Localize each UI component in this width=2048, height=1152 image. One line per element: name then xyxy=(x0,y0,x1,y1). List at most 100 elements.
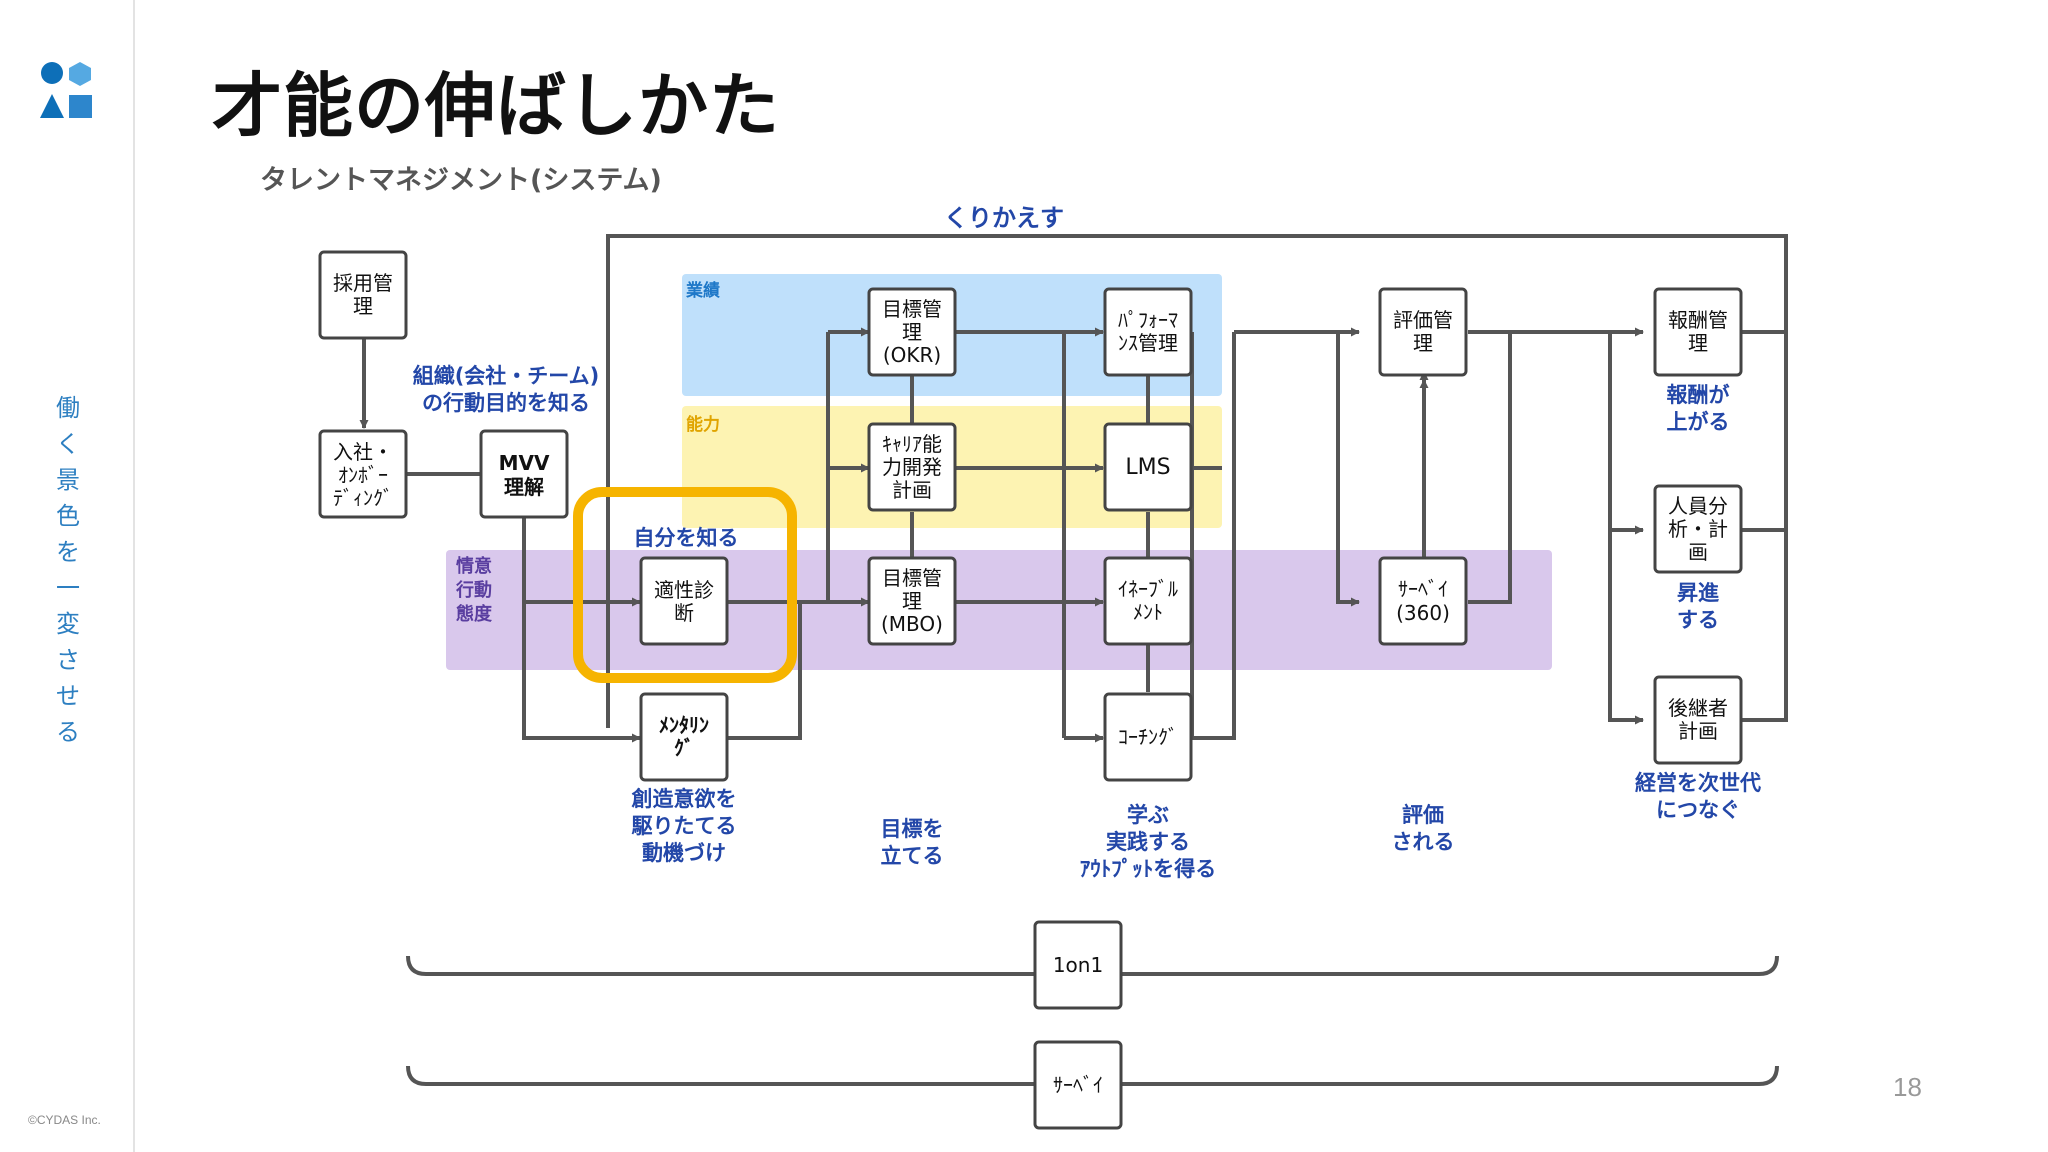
cydas-logo xyxy=(40,62,92,118)
performance-band-label: 業績 xyxy=(686,280,720,301)
tagline-char: 働 xyxy=(56,394,80,422)
node-label: ﾒﾝﾄ xyxy=(1133,600,1163,624)
caption-learn: ｱｳﾄﾌﾟｯﾄを得る xyxy=(1080,857,1217,881)
tagline-char: 一 xyxy=(56,574,80,602)
node-onboarding xyxy=(318,429,408,519)
node-label: ﾒﾝﾀﾘﾝ xyxy=(659,713,709,737)
tagline-char: せ xyxy=(56,682,80,710)
caption-learn: 実践する xyxy=(1106,830,1190,854)
node-label: ｸﾞ xyxy=(674,736,694,760)
node-label: 理 xyxy=(1688,331,1708,355)
node-label: LMS xyxy=(1125,455,1170,480)
node-survey360 xyxy=(1378,556,1468,646)
node-label: (MBO) xyxy=(881,612,943,636)
node-label: 入社・ xyxy=(333,440,393,464)
node-mvv xyxy=(479,429,569,519)
node-label: 画 xyxy=(1688,540,1708,564)
node-label: ｺｰﾁﾝｸﾞ xyxy=(1118,725,1178,749)
caption-know-self: 自分を知る xyxy=(634,526,739,550)
page-title: 才能の伸ばしかた xyxy=(212,65,780,147)
caption-motivate: 創造意欲を xyxy=(632,787,737,811)
copyright: ©CYDAS Inc. xyxy=(28,1113,101,1127)
node-succession xyxy=(1653,675,1743,765)
caption-org-purpose: の行動目的を知る xyxy=(422,391,590,415)
node-label: 1on1 xyxy=(1053,953,1103,977)
node-okr xyxy=(867,287,957,377)
node-label: 適性診 xyxy=(654,578,714,602)
caption-pay-up: 上がる xyxy=(1667,410,1730,434)
node-label: ｻｰﾍﾞｲ xyxy=(1053,1073,1103,1097)
node-label: 析・計 xyxy=(1668,517,1728,541)
node-label: 人員分 xyxy=(1668,494,1728,518)
caption-evaluated: 評価 xyxy=(1402,803,1444,827)
loop-frame xyxy=(606,234,1788,728)
node-survey xyxy=(1033,1040,1123,1130)
loop-label: くりかえす xyxy=(944,204,1064,232)
node-label: ｻｰﾍﾞｲ xyxy=(1398,577,1448,601)
node-label: 理 xyxy=(353,294,373,318)
caption-next-gen: につなぐ xyxy=(1656,798,1740,822)
node-aptitude xyxy=(639,556,729,646)
node-label: (OKR) xyxy=(883,343,941,367)
ability-band-label: 能力 xyxy=(686,414,720,435)
tagline-char: 景 xyxy=(56,466,80,494)
node-label: ｵﾝﾎﾞｰ xyxy=(338,463,388,487)
tagline-char: 変 xyxy=(56,610,80,638)
node-mbo xyxy=(867,556,957,646)
node-label: 報酬管 xyxy=(1668,308,1728,332)
caption-org-purpose: 組織(会社・チーム) xyxy=(413,364,600,388)
node-mentoring xyxy=(639,692,729,782)
node-label: 断 xyxy=(674,601,694,625)
node-evaluation xyxy=(1378,287,1468,377)
node-recruit xyxy=(318,250,408,340)
node-label: 採用管 xyxy=(333,271,393,295)
tagline-char: を xyxy=(56,538,80,566)
sidebar: 働 く 景 色 を 一 変 さ せ る ©CYDAS Inc. xyxy=(0,0,135,1152)
vertical-tagline: 働 く 景 色 を 一 変 さ せ る xyxy=(50,390,86,750)
know-self-highlight xyxy=(573,487,797,683)
node-label: 理 xyxy=(1413,331,1433,355)
attitude-band-label: 行動 xyxy=(455,579,492,601)
caption-set-goals: 目標を xyxy=(881,817,944,841)
caption-pay-up: 報酬が xyxy=(1667,383,1730,407)
node-label: ﾃﾞｨﾝｸﾞ xyxy=(333,486,393,510)
node-boxes xyxy=(318,250,1743,782)
attitude-band-label: 態度 xyxy=(456,603,493,625)
node-lms xyxy=(1103,422,1193,512)
caption-evaluated: される xyxy=(1392,830,1455,854)
node-enablement xyxy=(1103,556,1193,646)
tagline-char: く xyxy=(56,430,80,458)
node-label: ﾊﾟﾌｫｰﾏ xyxy=(1118,308,1178,332)
node-label: MVV xyxy=(499,451,550,475)
node-label: 力開発 xyxy=(882,455,942,479)
node-label: 理 xyxy=(902,589,922,613)
caption-set-goals: 立てる xyxy=(881,844,944,868)
node-performance xyxy=(1103,287,1193,377)
node-label: ｲﾈｰﾌﾞﾙ xyxy=(1118,577,1178,601)
node-label: 理解 xyxy=(504,475,544,499)
caption-promote: 昇進 xyxy=(1677,581,1719,605)
tagline-char: 色 xyxy=(56,502,80,530)
node-label: 計画 xyxy=(892,478,932,502)
caption-learn: 学ぶ xyxy=(1127,803,1169,827)
attitude-band-label: 情意 xyxy=(456,555,492,577)
node-label: 目標管 xyxy=(882,297,942,321)
tagline-char: さ xyxy=(56,646,80,674)
node-workforce xyxy=(1653,484,1743,574)
node-coaching xyxy=(1103,692,1193,782)
caption-motivate: 動機づけ xyxy=(642,841,726,865)
page-number: 18 xyxy=(1893,1072,1922,1102)
node-1on1 xyxy=(1033,920,1123,1010)
node-label: 目標管 xyxy=(882,566,942,590)
node-reward xyxy=(1653,287,1743,377)
node-label: ﾝｽ管理 xyxy=(1118,331,1178,355)
node-label: 理 xyxy=(902,320,922,344)
node-label: 計画 xyxy=(1678,719,1718,743)
node-label: ｷｬﾘｱ能 xyxy=(882,432,942,456)
caption-next-gen: 経営を次世代 xyxy=(1635,771,1761,795)
connectors xyxy=(359,327,1786,743)
node-label: (360) xyxy=(1396,601,1450,625)
page-subtitle: タレントマネジメント(システム) xyxy=(260,165,662,196)
caption-motivate: 駆りたてる xyxy=(632,814,737,838)
